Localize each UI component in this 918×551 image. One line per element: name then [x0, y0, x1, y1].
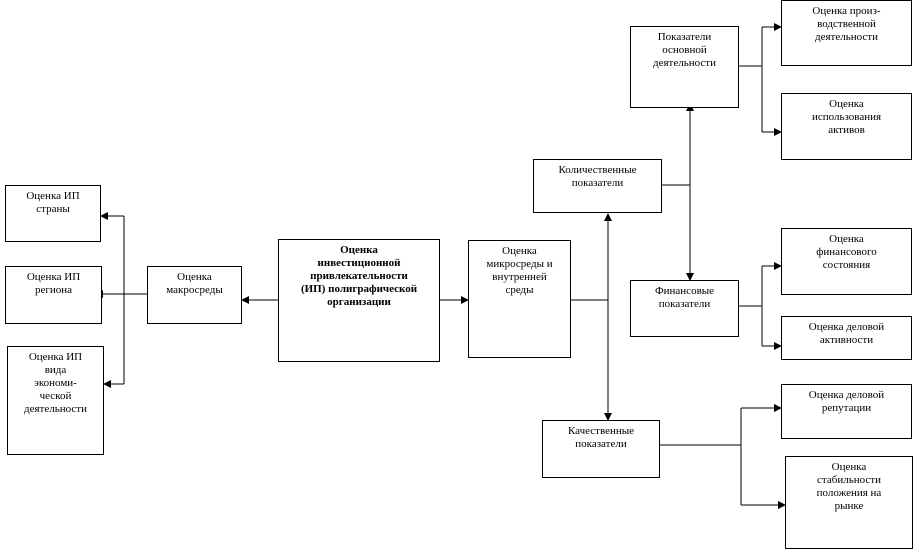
business-activity-label: Оценка деловой активности: [808, 321, 885, 346]
center-label: Оценка инвестиционной привлекательности …: [300, 244, 418, 308]
reputation-label: Оценка деловой репутации: [808, 389, 885, 414]
financial-label: Финансовые показатели: [654, 285, 715, 310]
qualitative-label: Качественные показатели: [567, 425, 635, 450]
ip-activity-label: Оценка ИП вида экономи- ческой деятельно…: [24, 351, 87, 415]
main-activity-label: Показатели основной деятельности: [653, 31, 716, 69]
assets-box: Оценка использования активов: [781, 93, 912, 160]
quantitative-label: Количественные показатели: [558, 164, 637, 189]
ip-region-label: Оценка ИП региона: [26, 271, 81, 296]
financial-box: Финансовые показатели: [630, 280, 739, 337]
fin-state-label: Оценка финансового состояния: [816, 233, 877, 271]
ip-country-label: Оценка ИП страны: [26, 190, 80, 215]
reputation-box: Оценка деловой репутации: [781, 384, 912, 439]
macro-box: Оценка макросреды: [147, 266, 242, 324]
market-stability-box: Оценка стабильности положения на рынке: [785, 456, 913, 549]
business-activity-box: Оценка деловой активности: [781, 316, 912, 360]
assets-label: Оценка использования активов: [811, 98, 882, 136]
micro-label: Оценка микросреды и внутренней среды: [486, 245, 553, 296]
main-activity-box: Показатели основной деятельности: [630, 26, 739, 108]
ip-region-box: Оценка ИП региона: [5, 266, 102, 324]
production-label: Оценка произ- водственной деятельности: [812, 5, 881, 43]
ip-activity-box: Оценка ИП вида экономи- ческой деятельно…: [7, 346, 104, 455]
market-stability-label: Оценка стабильности положения на рынке: [816, 461, 882, 512]
macro-label: Оценка макросреды: [166, 271, 223, 296]
fin-state-box: Оценка финансового состояния: [781, 228, 912, 295]
center-box: Оценка инвестиционной привлекательности …: [278, 239, 440, 362]
ip-country-box: Оценка ИП страны: [5, 185, 101, 242]
quantitative-box: Количественные показатели: [533, 159, 662, 213]
micro-box: Оценка микросреды и внутренней среды: [468, 240, 571, 358]
production-box: Оценка произ- водственной деятельности: [781, 0, 912, 66]
qualitative-box: Качественные показатели: [542, 420, 660, 478]
